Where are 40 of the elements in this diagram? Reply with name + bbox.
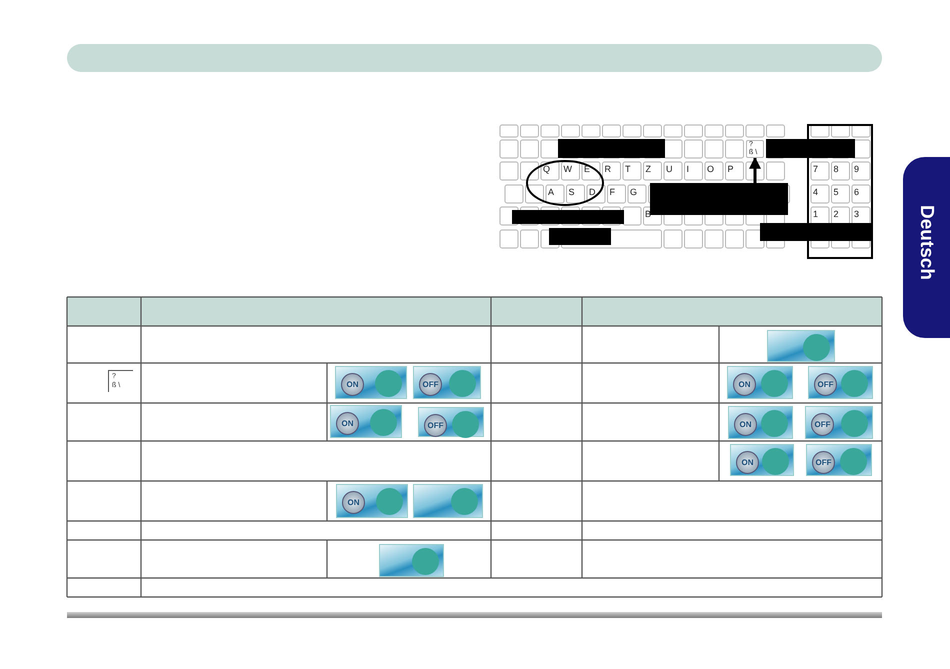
toggle-label: ON	[736, 451, 759, 474]
key-label: 1	[813, 210, 818, 219]
key-label: 2	[834, 210, 839, 219]
toggle-label: ON	[734, 413, 757, 436]
key-label: I	[686, 165, 690, 174]
key-label: R	[604, 165, 611, 174]
key-label: G	[630, 188, 638, 197]
toggle-label: OFF	[812, 451, 835, 474]
toggle-label: ON	[341, 373, 364, 396]
toggle-label: ON	[342, 491, 365, 514]
key-label: Z	[646, 165, 651, 174]
toggle-label: ON	[336, 412, 359, 435]
key-label: 7	[813, 165, 818, 174]
key-label: U	[666, 165, 672, 174]
key-label: F	[610, 188, 615, 197]
toggle-label: OFF	[424, 414, 447, 437]
key-label: B	[645, 210, 652, 219]
toggle-label: OFF	[811, 413, 834, 436]
key-label: W	[564, 165, 572, 174]
key-label: 8	[834, 165, 839, 174]
key-label: E	[584, 165, 590, 174]
key-label: A	[548, 188, 554, 197]
key-label: 6	[854, 188, 860, 197]
key-label: 9	[854, 165, 860, 174]
key-label: Q	[543, 165, 550, 174]
key-label: P	[728, 165, 734, 174]
key-label: S	[568, 188, 575, 197]
key-label: 4	[813, 188, 818, 197]
keyboard-key	[746, 140, 764, 158]
toggle-label: ON	[733, 373, 756, 396]
key-label: D	[589, 188, 596, 197]
toggle-label: OFF	[419, 373, 442, 396]
key-label: 3	[854, 210, 860, 219]
key-label: 5	[834, 188, 839, 197]
arrow	[749, 156, 761, 183]
key-label: T	[625, 165, 630, 174]
key-label: O	[707, 165, 714, 174]
tab-label: Deutsch	[915, 205, 937, 280]
masking-bar	[650, 183, 788, 215]
toggle-label: OFF	[814, 373, 837, 396]
